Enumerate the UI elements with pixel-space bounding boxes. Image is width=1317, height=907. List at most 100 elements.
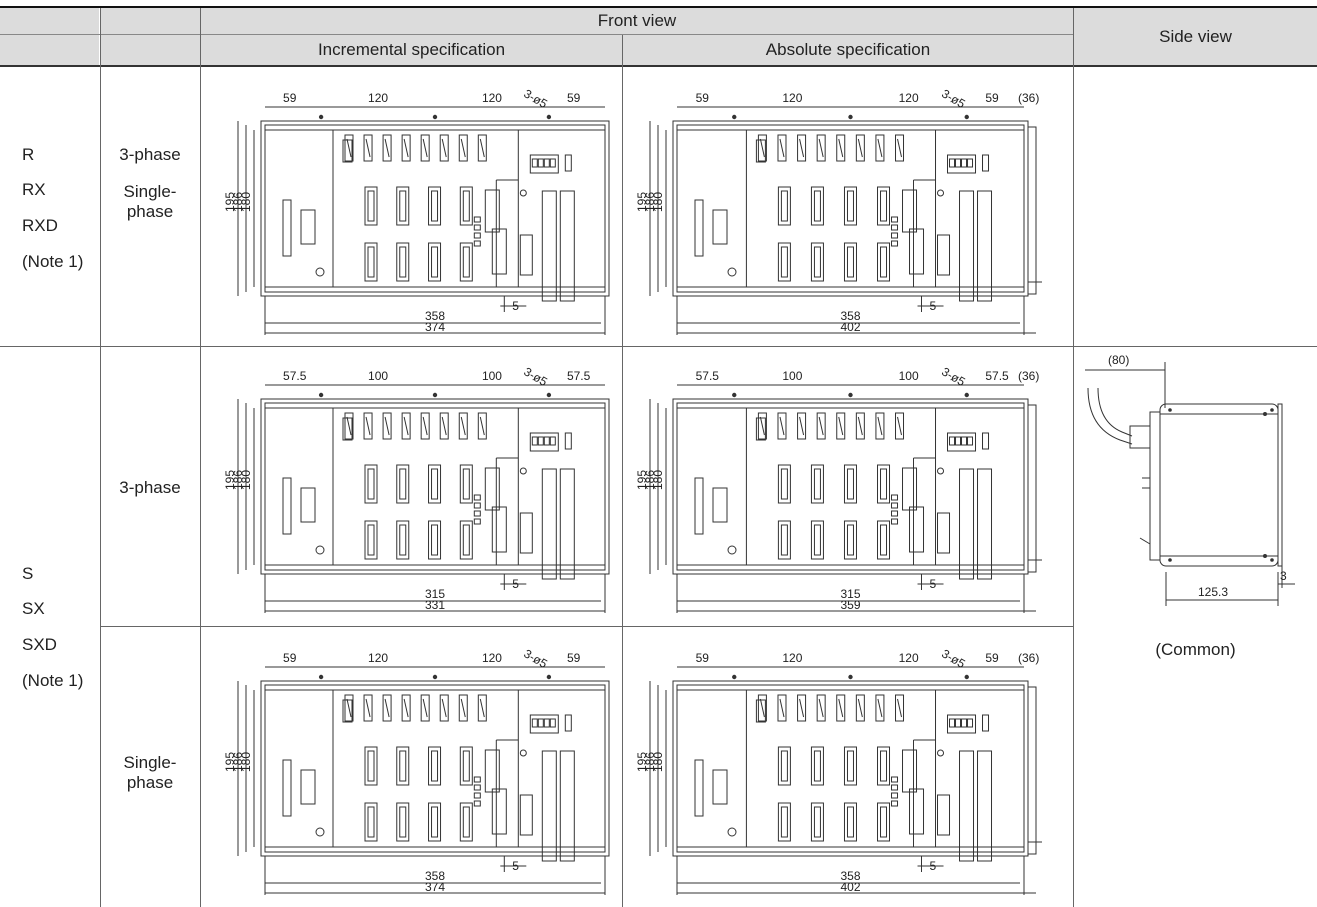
height-dim-2: 186 (643, 470, 657, 490)
height-dim-2: 186 (643, 752, 657, 772)
top-dim-2: 120 (782, 651, 802, 665)
width-inner-dim: 358 (425, 309, 445, 323)
absolute-label: Absolute specification (765, 40, 931, 59)
side-view-note: (Common) (1155, 640, 1236, 659)
height-dim-3: 180 (239, 192, 253, 212)
width-inner-dim: 358 (425, 869, 445, 883)
height-dim-1: 195 (635, 470, 649, 490)
phase-label: phase (126, 773, 174, 792)
model-label: (Note 1) (22, 671, 84, 690)
height-dim-3: 180 (651, 470, 665, 490)
top-dim-3: 100 (899, 369, 919, 383)
top-dim-1: 59 (696, 91, 710, 105)
height-dim-1: 195 (223, 192, 237, 212)
col-rule (200, 8, 201, 907)
phase-label: 3-phase (119, 478, 181, 497)
width-outer-dim: 359 (841, 598, 861, 612)
top-dim-2: 100 (782, 369, 802, 383)
top-dim-4: 59 (567, 651, 581, 665)
height-dim-1: 195 (223, 752, 237, 772)
col-rule (100, 8, 101, 907)
top-dim-1: 59 (283, 651, 297, 665)
top-dim-1: 59 (283, 91, 297, 105)
model-label: SXD (22, 635, 57, 654)
side-offset-dim: (36) (1018, 651, 1039, 665)
top-dim-4: 57.5 (985, 369, 1009, 383)
foot-dim: 5 (930, 577, 937, 591)
header-blank-1 (0, 8, 99, 65)
top-dim-3: 120 (899, 91, 919, 105)
foot-dim: 5 (930, 859, 937, 873)
header-incremental: Incremental specification (201, 35, 622, 65)
height-dim-3: 180 (239, 470, 253, 490)
top-dim-1: 57.5 (696, 369, 720, 383)
height-dim-1: 195 (635, 192, 649, 212)
model-label: RXD (22, 216, 58, 235)
incremental-label: Incremental specification (317, 40, 506, 59)
top-dim-1: 59 (696, 651, 710, 665)
height-dim-2: 186 (231, 752, 245, 772)
top-dim-2: 120 (368, 651, 388, 665)
table-top-rule (0, 6, 1317, 8)
foot-dim: 5 (512, 577, 519, 591)
height-dim-3: 180 (239, 752, 253, 772)
phase-label: 3-phase (119, 145, 181, 164)
width-inner-dim: 358 (841, 309, 861, 323)
width-inner-dim: 315 (425, 587, 445, 601)
front-view-label: Front view (597, 11, 677, 30)
model-label: RX (22, 180, 46, 199)
height-dim-3: 180 (651, 192, 665, 212)
phase-label: Single- (123, 753, 177, 772)
side-cable-dim: (80) (1108, 353, 1129, 367)
side-view-label: Side view (1159, 26, 1232, 46)
height-dim-2: 186 (231, 192, 245, 212)
foot-dim: 5 (512, 859, 519, 873)
header-absolute: Absolute specification (623, 35, 1073, 65)
height-dim-3: 180 (651, 752, 665, 772)
phase-label: phase (126, 202, 174, 221)
col-rule (622, 35, 623, 907)
top-dim-2: 120 (782, 91, 802, 105)
side-gap-dim: 3 (1280, 569, 1287, 583)
model-label: SX (22, 599, 45, 618)
height-dim-1: 195 (223, 470, 237, 490)
header-blank-2 (100, 8, 200, 65)
top-dim-2: 100 (368, 369, 388, 383)
row-rule (0, 346, 1073, 347)
width-inner-dim: 358 (841, 869, 861, 883)
height-dim-2: 186 (643, 192, 657, 212)
foot-dim: 5 (930, 299, 937, 313)
header-side-view: Side view (1074, 8, 1317, 65)
width-outer-dim: 402 (841, 880, 861, 894)
top-dim-3: 120 (482, 91, 502, 105)
width-outer-dim: 402 (841, 320, 861, 334)
header-rule (0, 65, 1317, 67)
side-view-drawing: (80) 125.3 3 (1085, 353, 1295, 606)
model-label: (Note 1) (22, 252, 84, 271)
top-dim-2: 120 (368, 91, 388, 105)
model-label: S (22, 564, 34, 583)
rule (201, 34, 1073, 35)
top-dim-4: 59 (985, 91, 999, 105)
row-rule (1074, 346, 1317, 347)
height-dim-2: 186 (231, 470, 245, 490)
foot-dim: 5 (512, 299, 519, 313)
side-offset-dim: (36) (1018, 369, 1039, 383)
top-dim-3: 100 (482, 369, 502, 383)
top-dim-4: 57.5 (567, 369, 591, 383)
top-dim-4: 59 (985, 651, 999, 665)
row-rule (100, 626, 1073, 627)
header-front-view: Front view (201, 8, 1073, 34)
width-outer-dim: 374 (425, 880, 445, 894)
width-outer-dim: 374 (425, 320, 445, 334)
model-label: R (22, 145, 35, 164)
top-dim-4: 59 (567, 91, 581, 105)
width-outer-dim: 331 (425, 598, 445, 612)
top-dim-3: 120 (482, 651, 502, 665)
